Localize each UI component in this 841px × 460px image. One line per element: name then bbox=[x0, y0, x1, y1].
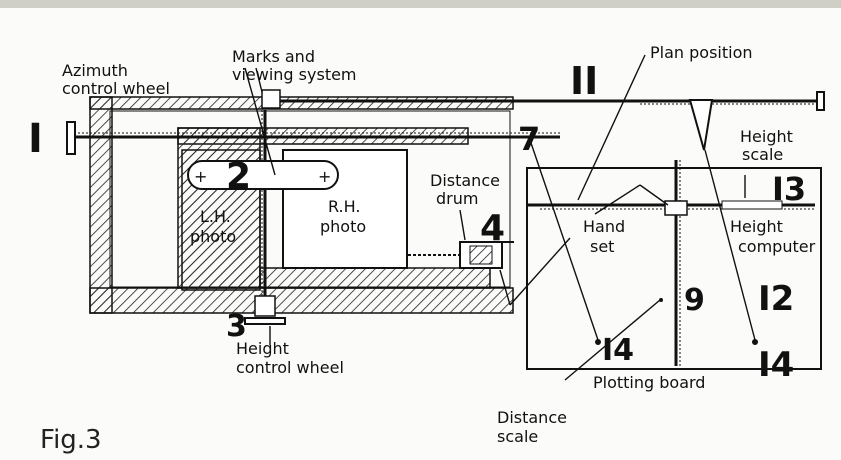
callout-9: 9 bbox=[684, 283, 705, 318]
label-height-scale-2: scale bbox=[742, 145, 783, 164]
callout-13: I3 bbox=[772, 170, 806, 208]
leader-lines bbox=[244, 54, 756, 381]
callout-4: 4 bbox=[480, 208, 505, 249]
label-rh-1: R.H. bbox=[328, 197, 360, 216]
outer-frame bbox=[89, 96, 514, 314]
label-azimuth-2: control wheel bbox=[62, 79, 170, 98]
top-edge-band bbox=[0, 0, 841, 8]
label-hand-set-2: set bbox=[590, 237, 614, 256]
svg-text:+: + bbox=[194, 167, 207, 186]
marker-dot-distance bbox=[659, 298, 663, 302]
label-distance-scale-1: Distance bbox=[497, 408, 567, 427]
label-plan-position: Plan position bbox=[650, 43, 753, 62]
marker-dot-14a bbox=[595, 339, 601, 345]
label-distance-drum-2: drum bbox=[436, 189, 478, 208]
callout-2: 2 bbox=[226, 156, 251, 197]
plotting-board-internals bbox=[527, 160, 815, 366]
figure-caption: Fig.3 bbox=[40, 425, 102, 455]
label-height-computer-2: computer bbox=[738, 237, 816, 256]
plotting-board bbox=[526, 167, 822, 370]
label-height-wheel-1: Height bbox=[236, 339, 289, 358]
svg-text:+: + bbox=[318, 167, 331, 186]
label-lh-1: L.H. bbox=[200, 207, 231, 226]
azimuth-screw bbox=[66, 121, 560, 155]
label-marks-1: Marks and bbox=[232, 47, 315, 66]
distance-drum bbox=[408, 241, 514, 269]
marks-bar: + + bbox=[187, 160, 339, 190]
label-marks-2: viewing system bbox=[232, 65, 357, 84]
callout-1: I bbox=[28, 116, 43, 162]
label-lh-2: photo bbox=[190, 227, 236, 246]
label-hand-set-1: Hand bbox=[583, 217, 625, 236]
callout-7: 7 bbox=[518, 120, 540, 158]
callout-11: II bbox=[570, 59, 598, 103]
callout-14b: I4 bbox=[758, 345, 794, 385]
label-height-scale-1: Height bbox=[740, 127, 793, 146]
label-distance-scale-2: scale bbox=[497, 427, 538, 446]
label-height-computer-1: Height bbox=[730, 217, 783, 236]
callout-3: 3 bbox=[226, 309, 247, 344]
label-rh-2: photo bbox=[320, 217, 366, 236]
marker-dot-14b bbox=[752, 339, 758, 345]
label-azimuth-1: Azimuth bbox=[62, 61, 128, 80]
label-plotting-board: Plotting board bbox=[593, 373, 705, 392]
callout-12: I2 bbox=[758, 279, 794, 319]
label-height-wheel-2: control wheel bbox=[236, 358, 344, 377]
label-distance-drum-1: Distance bbox=[430, 171, 500, 190]
callout-14a: I4 bbox=[602, 333, 634, 368]
top-rail bbox=[261, 89, 825, 151]
